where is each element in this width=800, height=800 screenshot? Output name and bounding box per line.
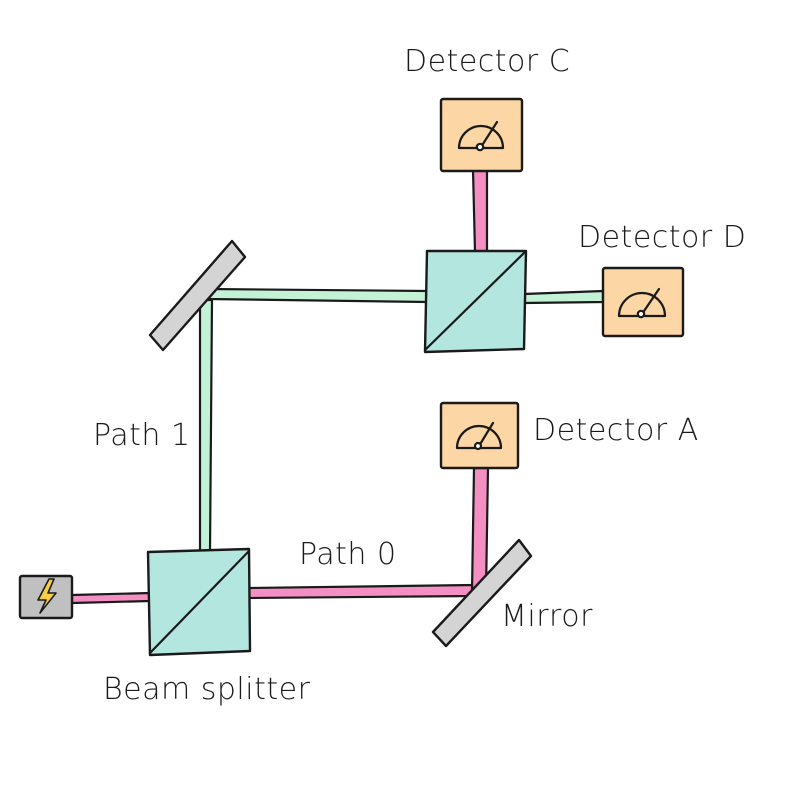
label-detector-a: Detector A	[533, 413, 699, 448]
light-source	[18, 574, 74, 620]
label-mirror: Mirror	[501, 599, 593, 634]
gauge-meter-icon	[457, 120, 505, 152]
gauge-meter-icon	[617, 287, 667, 319]
lightning-bolt-icon	[37, 578, 57, 614]
beam-splitter-2-to-detector-c	[471, 168, 489, 254]
beam-path-1	[198, 298, 214, 554]
label-beam-splitter: Beam splitter	[103, 672, 311, 707]
beam-mirror-to-splitter-2	[206, 287, 430, 304]
beam-source-to-splitter	[70, 591, 152, 605]
detector-a	[439, 401, 520, 470]
gauge-meter-icon	[455, 421, 503, 451]
beam-splitter-second	[423, 249, 528, 354]
detector-d	[601, 266, 685, 338]
beam-path-0	[246, 583, 476, 600]
label-path-0: Path 0	[299, 537, 397, 572]
mirror-lower	[431, 538, 533, 648]
mirror-upper	[148, 239, 247, 352]
beam-splitter-2-to-detector-d	[522, 289, 605, 305]
beam-mirror-to-detector-a	[470, 466, 490, 594]
label-detector-d: Detector D	[578, 220, 747, 255]
label-detector-c: Detector C	[404, 44, 571, 79]
label-path-1: Path 1	[93, 418, 191, 453]
detector-c	[439, 97, 524, 173]
beam-splitter-main	[146, 547, 252, 657]
